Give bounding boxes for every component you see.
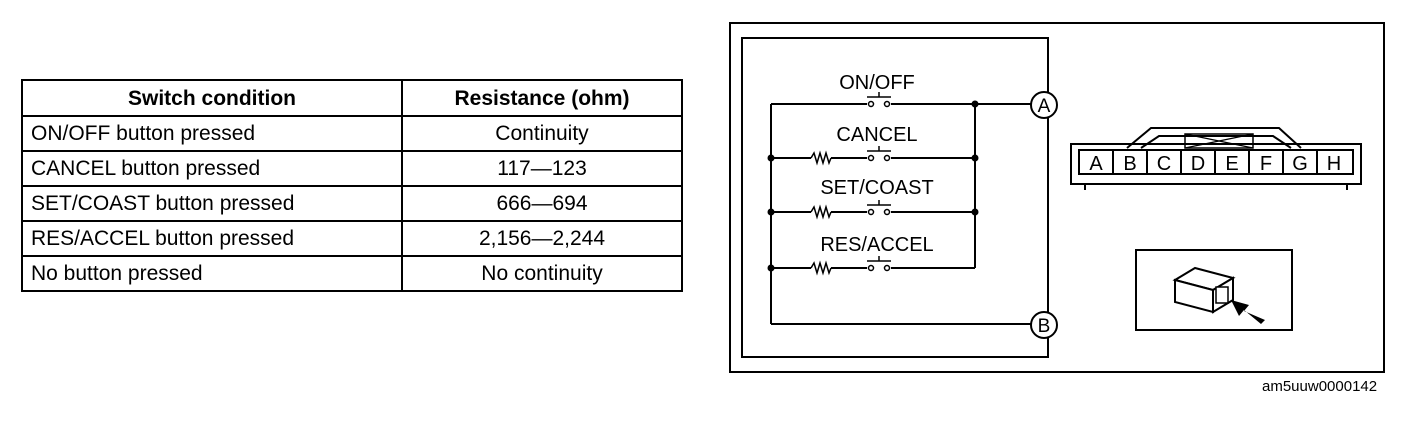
circuit-panel (741, 37, 1049, 358)
row-resistance: No continuity (401, 255, 683, 292)
label-res-accel: RES/ACCEL (820, 234, 933, 256)
pin-e: E (1225, 153, 1238, 175)
label-set-coast: SET/COAST (820, 177, 933, 199)
table-row: ON/OFF button pressed Continuity (21, 115, 683, 152)
row-condition: RES/ACCEL button pressed (21, 220, 403, 257)
table-row: SET/COAST button pressed 666—694 (21, 185, 683, 222)
table-row: No button pressed No continuity (21, 255, 683, 292)
row-condition: CANCEL button pressed (21, 150, 403, 187)
table-header-row: Switch condition Resistance (ohm) (21, 79, 683, 117)
terminal-a: A (1030, 91, 1058, 119)
switch-on-off (867, 92, 891, 110)
table-row: CANCEL button pressed 117—123 (21, 150, 683, 187)
terminal-b-label: B (1038, 316, 1051, 337)
view-direction-arrow-icon (1231, 300, 1265, 324)
branch-cancel (771, 146, 975, 166)
table-row: RES/ACCEL button pressed 2,156—2,244 (21, 220, 683, 257)
switch-circuit-diagram: ON/OFF CANCEL SET/COAST RES/ACCEL A B (729, 22, 1385, 373)
connector-pinout: A B C D E F G H (1070, 127, 1362, 190)
pin-h: H (1327, 153, 1341, 175)
pin-g: G (1292, 153, 1308, 175)
label-on-off: ON/OFF (839, 72, 915, 94)
row-resistance: 666—694 (401, 185, 683, 222)
row-condition: No button pressed (21, 255, 403, 292)
junction-dots (767, 100, 979, 272)
header-switch-condition: Switch condition (21, 79, 403, 117)
pin-c: C (1157, 153, 1171, 175)
row-condition: SET/COAST button pressed (21, 185, 403, 222)
pin-a: A (1089, 153, 1103, 175)
header-resistance: Resistance (ohm) (401, 79, 683, 117)
label-cancel: CANCEL (836, 124, 917, 146)
connector-view-inset (1135, 249, 1293, 331)
diagram-frame (729, 22, 1385, 373)
pin-f: F (1260, 153, 1272, 175)
figure-code: am5uuw0000142 (1262, 378, 1378, 395)
row-resistance: Continuity (401, 115, 683, 152)
terminal-a-label: A (1038, 96, 1051, 117)
branch-set-coast (771, 200, 975, 220)
terminal-b: B (1030, 311, 1058, 339)
row-resistance: 2,156—2,244 (401, 220, 683, 257)
row-resistance: 117—123 (401, 150, 683, 187)
row-condition: ON/OFF button pressed (21, 115, 403, 152)
branch-res-accel (771, 256, 975, 276)
pin-d: D (1191, 153, 1205, 175)
resistance-spec-table: Switch condition Resistance (ohm) ON/OFF… (21, 79, 683, 292)
pin-b: B (1123, 153, 1136, 175)
